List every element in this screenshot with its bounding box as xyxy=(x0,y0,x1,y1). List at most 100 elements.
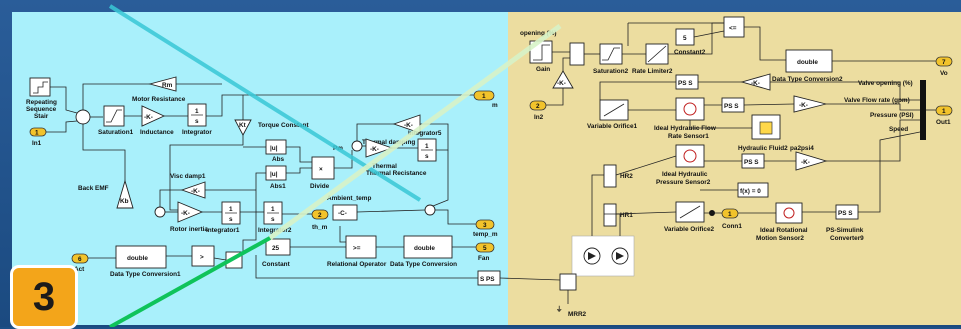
data-type-conversion1-label: Data Type Conversion1 xyxy=(110,271,181,278)
valve-flow-label: Valve Flow rate (gpm) xyxy=(844,97,910,104)
integrator1-label: Integrator1 xyxy=(206,227,240,234)
back-emf-label: Back EMF xyxy=(78,185,109,192)
conn1-port-number: 1 xyxy=(728,211,732,218)
out1-port-left-number: 1 xyxy=(482,93,486,100)
saturation2-label: Saturation2 xyxy=(593,68,629,75)
gain-k-3-value: -K- xyxy=(799,102,808,109)
ps-s-3-label: PS S xyxy=(744,159,759,166)
visc-damp1-label: Visc damp1 xyxy=(170,173,206,180)
rotor-inertia-value: -K- xyxy=(181,210,190,217)
temp-m-label: temp_m xyxy=(473,231,498,238)
out1-left-label: m xyxy=(492,102,498,109)
integrator-denominator: s xyxy=(195,118,199,125)
compare-symbol: > xyxy=(200,254,204,261)
divide-label: Divide xyxy=(310,183,330,190)
temp-m-port-number: 3 xyxy=(483,222,487,229)
hydraulic-fluid2-label: Hydraulic Fluid2 xyxy=(738,145,788,152)
data-type-conversion-value: double xyxy=(414,245,435,252)
constant-label: Constant xyxy=(262,261,291,268)
torque-constant-value: Kt xyxy=(239,122,247,129)
rate-limiter2-label: Rate Limiter2 xyxy=(632,68,673,75)
constant-value: 25 xyxy=(272,245,280,252)
integrator5-denominator: s xyxy=(425,153,429,160)
hr2-block[interactable] xyxy=(604,165,616,187)
data-type-conversion1-value: double xyxy=(127,255,148,262)
ps-simulink-label: PS-SimulinkConverter9 xyxy=(826,227,864,242)
fan-label: Fan xyxy=(478,255,489,262)
gain-rm-value: Rm xyxy=(162,82,173,89)
th-m-label: th_m xyxy=(312,224,328,231)
saturation1-label: Saturation1 xyxy=(98,129,134,136)
temp-sum[interactable] xyxy=(425,205,435,215)
relational-operator-block[interactable] xyxy=(346,236,376,258)
hr1-block[interactable] xyxy=(604,204,616,226)
pressure-label: Pressure (PSI) xyxy=(870,112,914,119)
visc-damp1-value: -K- xyxy=(191,188,200,195)
integrator-label: Integrator xyxy=(182,129,212,136)
switch-block[interactable] xyxy=(570,43,584,65)
integrator5-numerator: 1 xyxy=(425,143,429,150)
fan-port-number: 5 xyxy=(483,245,487,252)
vo-label: Vo xyxy=(940,70,948,77)
back-emf-value: Kb xyxy=(120,198,129,205)
out1-right-label: Out1 xyxy=(936,119,951,126)
fx-solver-label: f(x) = 0 xyxy=(740,188,761,195)
integrator-numerator: 1 xyxy=(195,108,199,115)
ps-s-2-label: PS S xyxy=(724,103,739,110)
vo-port-number: 7 xyxy=(942,59,946,66)
thermal-sum[interactable] xyxy=(352,141,362,151)
sum-block[interactable] xyxy=(76,110,90,124)
in1-label: In1 xyxy=(32,140,42,147)
ambient-temp-label: Ambient_temp xyxy=(327,195,371,202)
in2-label: In2 xyxy=(534,114,544,121)
data-type-conversion-label: Data Type Conversion xyxy=(390,261,457,268)
thermal-resistance-value: -K- xyxy=(370,146,379,153)
integrator2-numerator: 1 xyxy=(271,206,275,213)
pa2psi4-label: pa2psi4 xyxy=(790,145,814,152)
abs-label: Abs xyxy=(272,156,285,163)
compare-le-symbol: <= xyxy=(729,25,737,32)
speed-label: Speed xyxy=(889,126,908,133)
conn1-label: Conn1 xyxy=(722,223,742,230)
integrator1-denominator: s xyxy=(229,216,233,223)
divide-block[interactable] xyxy=(312,157,334,179)
relational-operator-symbol: >= xyxy=(353,245,361,252)
integrator1-numerator: 1 xyxy=(229,206,233,213)
inductance-gain-value: -K- xyxy=(144,114,153,121)
out1-right-port-number: 1 xyxy=(942,108,946,115)
mrr2-label: MRR2 xyxy=(568,311,587,318)
integrator2-denominator: s xyxy=(271,216,275,223)
ground-symbol: ⏚ xyxy=(556,305,562,313)
motor-resistance-label: Motor Resistance xyxy=(132,96,186,103)
s-ps-bottom-label: S PS xyxy=(480,276,495,283)
rotor-sum[interactable] xyxy=(155,207,165,217)
constant2-label: Constant2 xyxy=(674,49,706,56)
bottom-switch-block[interactable] xyxy=(560,274,576,290)
hr1-label: HR1 xyxy=(620,212,633,219)
act-port-number: 6 xyxy=(78,256,82,263)
abs1-symbol: |u| xyxy=(270,171,278,178)
in2-port-number: 2 xyxy=(536,103,540,110)
variable-orifice2-label: Variable Orifice2 xyxy=(664,226,715,233)
gain-k-2-value: -K- xyxy=(751,80,760,87)
in1-port-number: 1 xyxy=(35,130,39,137)
gain-label: Gain xyxy=(536,66,550,73)
ambient-temp-value: -C- xyxy=(338,210,347,217)
divide-symbol: × xyxy=(319,166,323,173)
step-number-badge: 3 xyxy=(10,265,78,329)
th-m-port-number: 2 xyxy=(318,212,322,219)
abs1-label: Abs1 xyxy=(270,183,286,190)
abs-symbol: |u| xyxy=(270,145,278,152)
output-mux[interactable] xyxy=(920,80,926,140)
valve-opening-label: Valve opening (%) xyxy=(858,80,913,87)
relational-operator-label: Relational Operator xyxy=(327,261,387,268)
hr2-label: HR2 xyxy=(620,173,633,180)
gain-k-value: -K- xyxy=(557,80,566,87)
inductance-label: Inductance xyxy=(140,129,174,136)
thermal-damping-value: -K- xyxy=(404,122,413,129)
rotor-inertia-label: Rotor inertia xyxy=(170,226,208,233)
